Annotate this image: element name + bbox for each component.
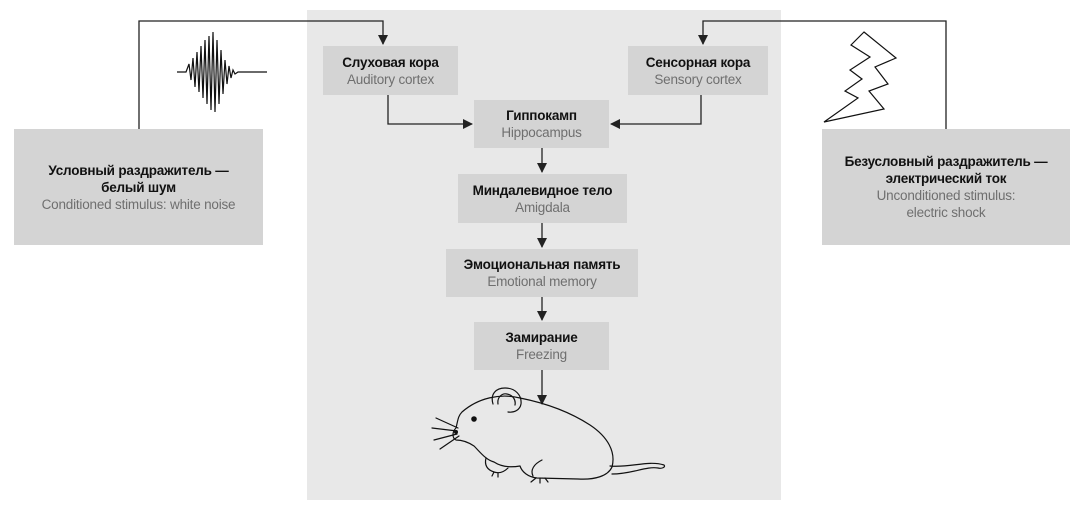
white-noise-waveform-icon: [177, 31, 267, 113]
sensory-to-hippocampus-arrow: [610, 95, 702, 129]
freezing-box: Замирание Freezing: [474, 322, 609, 370]
freezing-ru: Замирание: [505, 330, 578, 345]
amygdala-ru: Миндалевидное тело: [472, 182, 613, 198]
emotional-memory-box: Эмоциональная память Emotional memory: [446, 249, 638, 297]
auditory-cortex-en: Auditory cortex: [346, 71, 435, 87]
cs-to-auditory-connector: [138, 20, 388, 129]
amygdala-box: Миндалевидное тело Amigdala: [458, 174, 627, 223]
sensory-cortex-en: Sensory cortex: [654, 71, 742, 87]
auditory-cortex-box: Слуховая кора Auditory cortex: [323, 46, 458, 95]
hippocampus-ru: Гиппокамп: [506, 108, 577, 123]
unconditioned-stimulus-box: Безусловный раздражитель — электрический…: [822, 129, 1070, 245]
unconditioned-stimulus-en-line2: electric shock: [906, 205, 986, 220]
conditioned-stimulus-en: Conditioned stimulus: white noise: [41, 196, 236, 212]
auditory-to-hippocampus-arrow: [387, 95, 473, 129]
hippocampus-box: Гиппокамп Hippocampus: [474, 100, 609, 148]
us-to-sensory-connector: [698, 20, 947, 129]
lightning-bolt-icon: [823, 31, 898, 123]
sensory-cortex-box: Сенсорная кора Sensory cortex: [628, 46, 768, 95]
conditioned-stimulus-box: Условный раздражитель — белый шум Condit…: [14, 129, 263, 245]
sensory-cortex-ru: Сенсорная кора: [645, 54, 751, 70]
amygdala-en: Amigdala: [515, 199, 570, 215]
conditioned-stimulus-ru-line1: Условный раздражитель —: [48, 162, 229, 178]
unconditioned-stimulus-en-line1: Unconditioned stimulus:: [876, 188, 1016, 203]
freezing-en: Freezing: [516, 347, 567, 362]
unconditioned-stimulus-ru-line2: электрический ток: [885, 171, 1007, 186]
emotional-memory-ru: Эмоциональная память: [463, 257, 621, 272]
emotional-memory-en: Emotional memory: [487, 274, 597, 289]
mouse-icon: [431, 387, 666, 484]
hippocampus-en: Hippocampus: [501, 125, 582, 140]
auditory-cortex-ru: Слуховая кора: [342, 54, 439, 70]
unconditioned-stimulus-ru-line1: Безусловный раздражитель —: [844, 154, 1048, 169]
conditioned-stimulus-ru-line2: белый шум: [101, 179, 176, 195]
